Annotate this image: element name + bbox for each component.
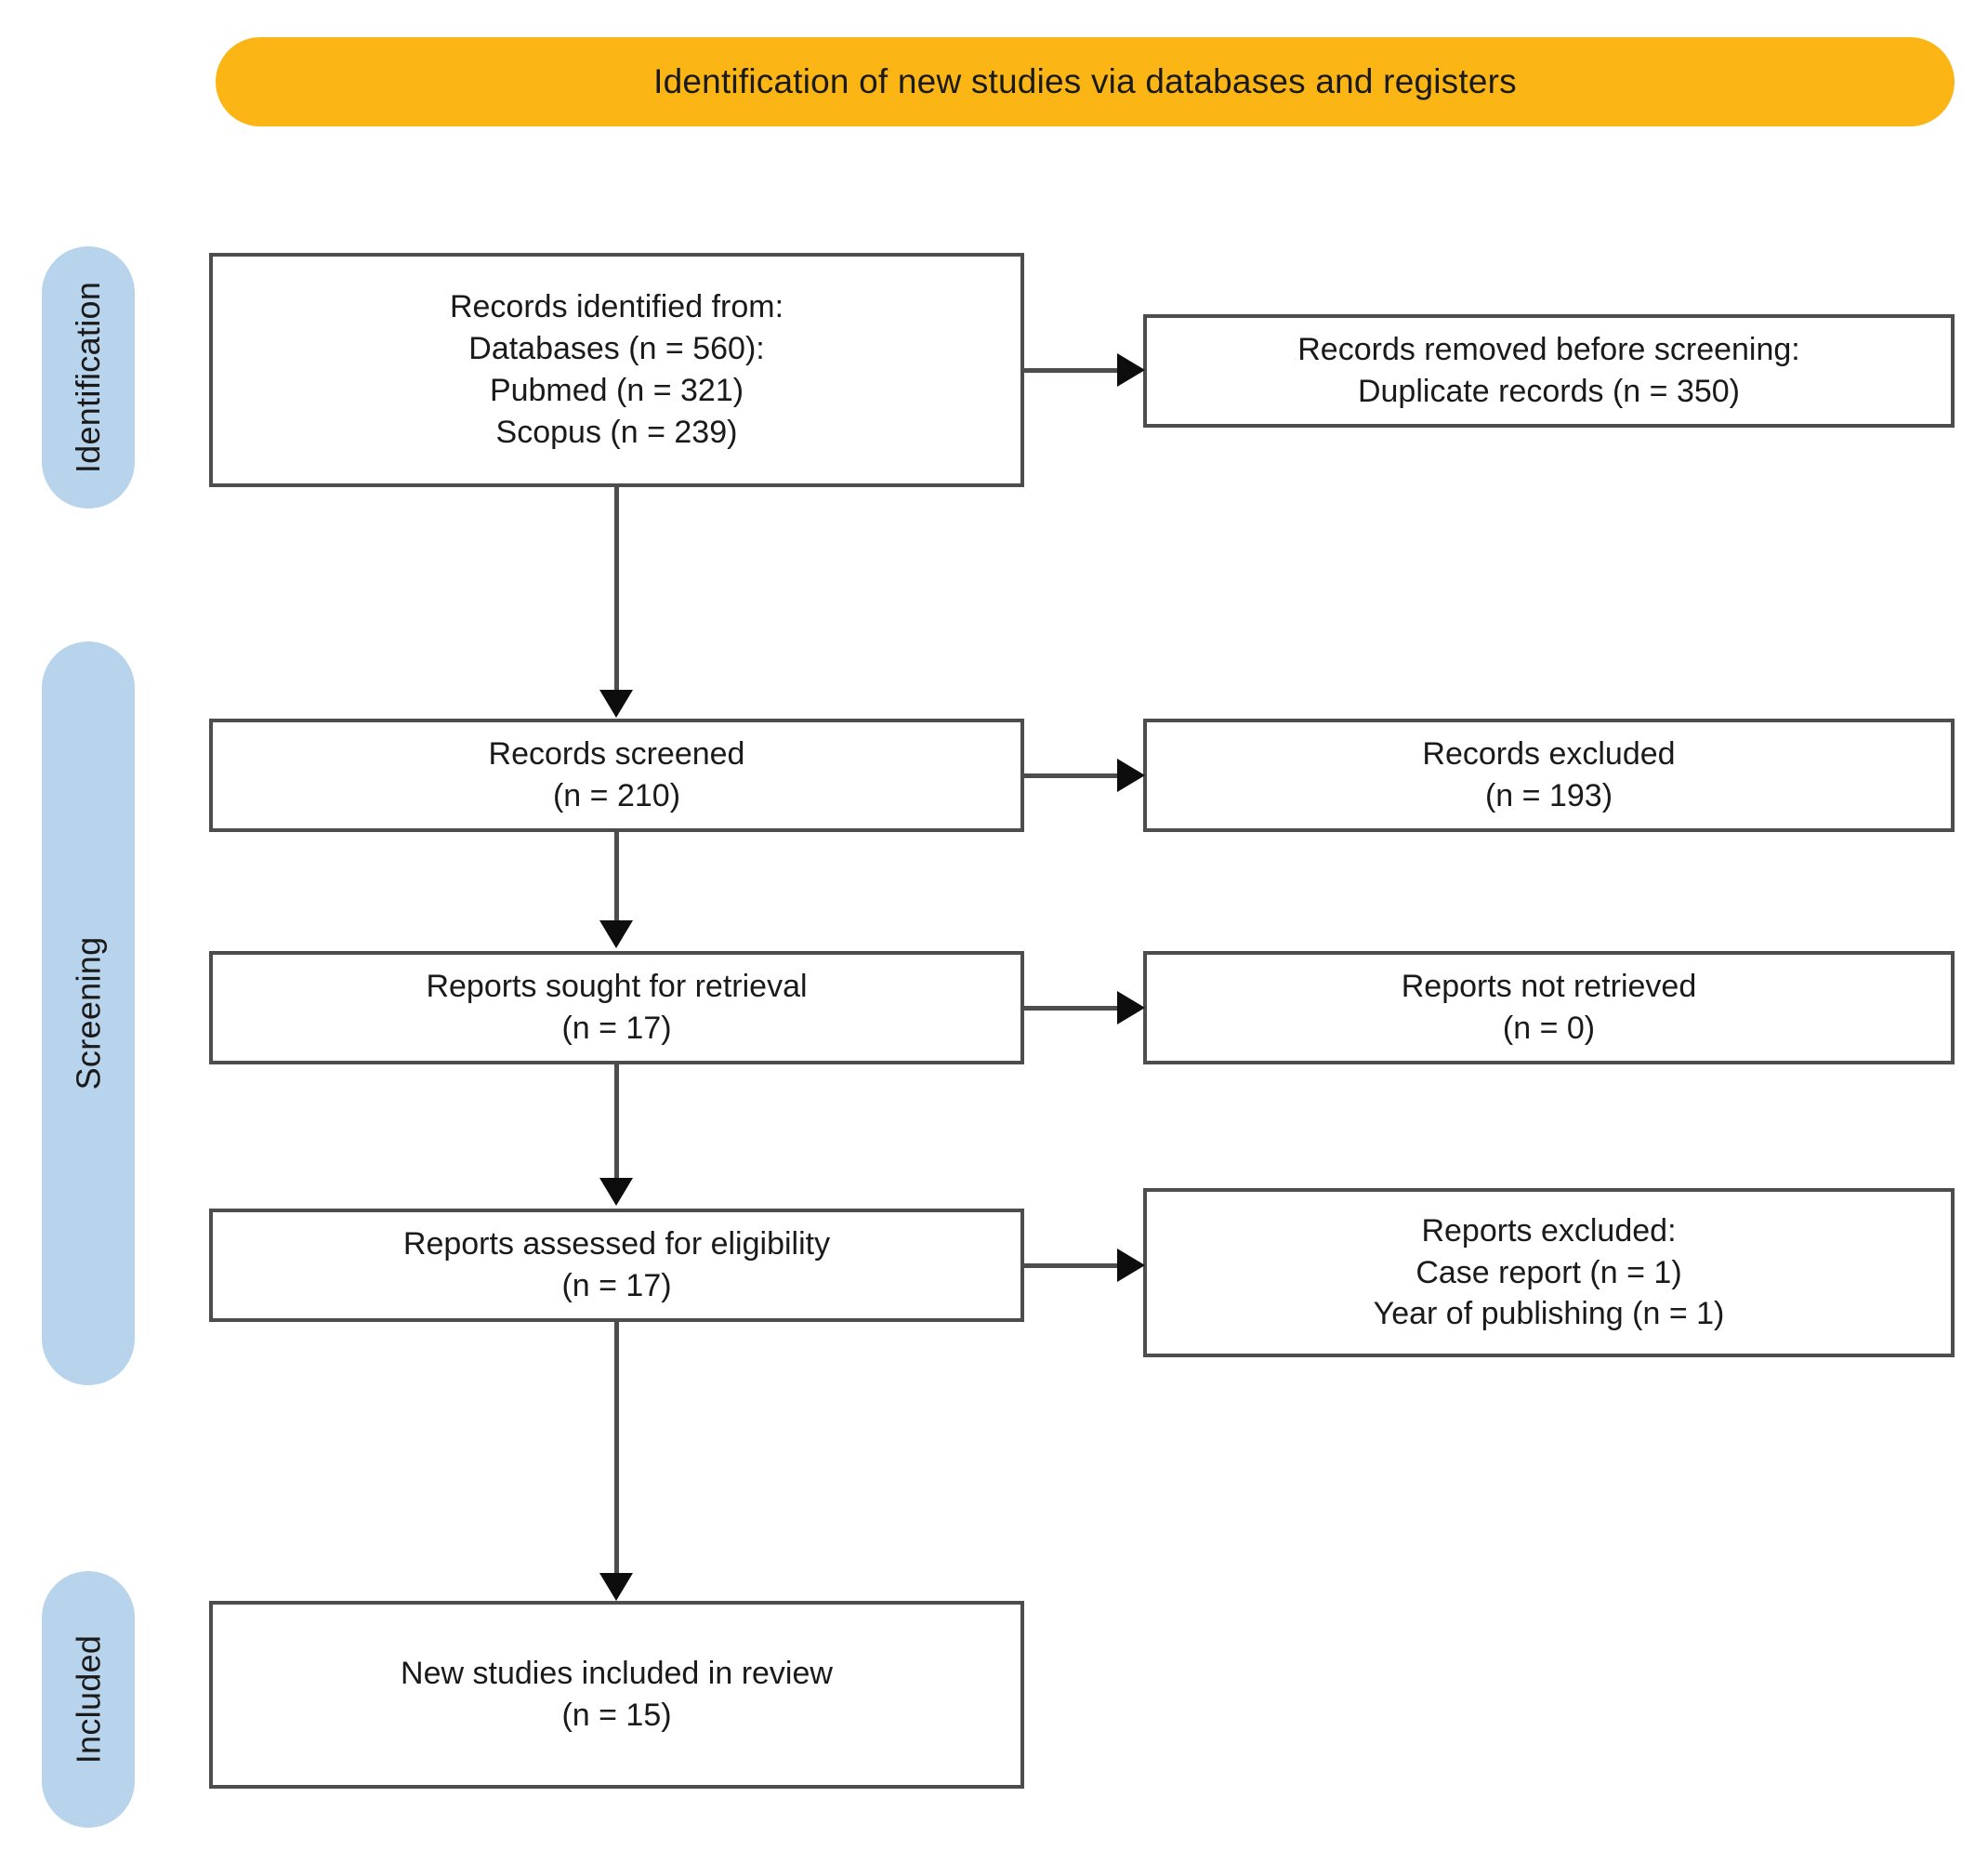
stage-pill-identification: Identification bbox=[42, 246, 135, 509]
arrowhead-eligibility-to-reportsexcluded bbox=[1117, 1249, 1145, 1282]
box-line: (n = 210) bbox=[552, 778, 681, 813]
connector-eligibility-to-reportsexcluded bbox=[1024, 1263, 1126, 1268]
box-line: (n = 17) bbox=[561, 1011, 672, 1046]
banner-title: Identification of new studies via databa… bbox=[653, 62, 1517, 100]
box-line: Reports assessed for eligibility bbox=[402, 1226, 831, 1262]
stage-label-identification: Identification bbox=[69, 281, 107, 474]
arrowhead-sought-to-notretrieved bbox=[1117, 991, 1145, 1024]
stage-label-screening: Screening bbox=[69, 936, 107, 1090]
connector-sought-to-notretrieved bbox=[1024, 1006, 1126, 1011]
connector-screened-to-sought bbox=[614, 832, 619, 920]
box-line: Records screened bbox=[488, 736, 745, 773]
connector-screened-to-excluded bbox=[1024, 773, 1126, 778]
box-reports-excluded: Reports excluded: Case report (n = 1) Ye… bbox=[1143, 1188, 1955, 1357]
box-line: Reports not retrieved bbox=[1401, 969, 1697, 1005]
box-reports-not-retrieved: Reports not retrieved (n = 0) bbox=[1143, 951, 1955, 1064]
stage-pill-included: Included bbox=[42, 1571, 135, 1828]
box-line: Reports excluded: bbox=[1421, 1212, 1677, 1249]
box-records-excluded: Records excluded (n = 193) bbox=[1143, 719, 1955, 832]
box-line: Duplicate records (n = 350) bbox=[1357, 374, 1741, 409]
arrowhead-identified-to-removed bbox=[1117, 353, 1145, 387]
box-line: Records removed before screening: bbox=[1297, 332, 1800, 368]
box-records-screened: Records screened (n = 210) bbox=[209, 719, 1024, 832]
box-line: (n = 17) bbox=[561, 1268, 672, 1303]
box-records-identified: Records identified from: Databases (n = … bbox=[209, 253, 1024, 487]
connector-eligibility-to-included bbox=[614, 1322, 619, 1573]
box-line: New studies included in review bbox=[401, 1656, 833, 1692]
box-line: Scopus (n = 239) bbox=[495, 414, 738, 450]
arrowhead-identified-to-screened bbox=[599, 690, 633, 718]
arrowhead-sought-to-eligibility bbox=[599, 1178, 633, 1206]
arrowhead-eligibility-to-included bbox=[599, 1573, 633, 1601]
box-line: Records excluded bbox=[1422, 736, 1676, 773]
arrowhead-screened-to-sought bbox=[599, 920, 633, 948]
stage-pill-screening: Screening bbox=[42, 641, 135, 1385]
box-reports-assessed-eligibility: Reports assessed for eligibility (n = 17… bbox=[209, 1209, 1024, 1322]
arrowhead-screened-to-excluded bbox=[1117, 759, 1145, 792]
identification-banner: Identification of new studies via databa… bbox=[216, 37, 1955, 126]
box-line: Year of publishing (n = 1) bbox=[1373, 1296, 1725, 1332]
box-new-studies-included: New studies included in review (n = 15) bbox=[209, 1601, 1024, 1789]
box-line: (n = 15) bbox=[561, 1698, 672, 1733]
box-line: Pubmed (n = 321) bbox=[489, 373, 744, 408]
connector-identified-to-screened bbox=[614, 487, 619, 694]
box-line: Databases (n = 560): bbox=[468, 331, 765, 367]
box-line: Case report (n = 1) bbox=[1415, 1254, 1682, 1290]
stage-label-included: Included bbox=[69, 1634, 108, 1764]
box-line: (n = 0) bbox=[1502, 1011, 1596, 1046]
box-line: Reports sought for retrieval bbox=[426, 969, 808, 1005]
connector-sought-to-eligibility bbox=[614, 1064, 619, 1178]
box-line: (n = 193) bbox=[1484, 778, 1613, 813]
box-reports-sought: Reports sought for retrieval (n = 17) bbox=[209, 951, 1024, 1064]
box-records-removed: Records removed before screening: Duplic… bbox=[1143, 314, 1955, 428]
connector-identified-to-removed bbox=[1024, 368, 1126, 373]
box-line: Records identified from: bbox=[449, 289, 784, 325]
